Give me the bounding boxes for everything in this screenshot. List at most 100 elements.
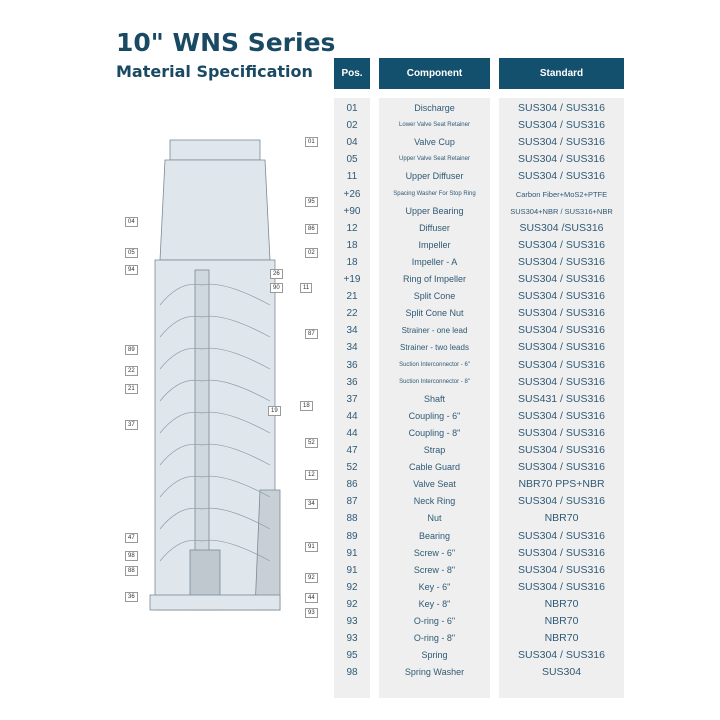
row-standard: SUS304 / SUS316 [518,529,605,542]
row-component: Nut [427,513,442,524]
page-subtitle: Material Specification [116,62,313,81]
row-pos: 34 [346,325,358,337]
pos-column [334,98,370,698]
impeller-stage [159,347,271,370]
row-standard: SUS304 / SUS316 [518,170,605,183]
callout-label: 01 [305,137,318,147]
callout-label: 95 [305,197,318,207]
row-component: Discharge [414,103,455,114]
row-pos: 92 [346,598,358,610]
row-standard: Carbon Fiber+MoS2+PTFE [515,189,608,199]
row-standard: SUS304 [541,666,582,679]
row-component: Spring [421,650,448,661]
row-standard: SUS304 / SUS316 [518,409,605,422]
header-standard: Standard [499,58,624,89]
row-component: Key - 6" [418,581,451,592]
row-component: Impeller [418,239,451,250]
impeller-stage [159,411,271,434]
row-component: Strainer - two leads [400,343,469,353]
row-standard: SUS304 / SUS316 [518,102,605,115]
callout-label: 98 [125,551,138,561]
callout-label: 89 [125,345,138,355]
row-pos: 11 [346,171,358,183]
row-pos: 01 [346,103,358,115]
row-pos: 05 [346,154,358,166]
impeller-stages [159,283,271,562]
callout-label: 37 [125,420,138,430]
row-standard: SUS304 / SUS316 [518,238,605,251]
row-standard: SUS304 / SUS316 [518,307,605,320]
callout-label: 04 [125,217,138,227]
impeller-stage [159,315,271,338]
row-pos: 87 [346,496,358,508]
callout-label: 91 [305,542,318,552]
row-component: Spacing Washer For Stop Ring [393,190,476,197]
row-pos: 92 [346,581,358,593]
callout-label: 05 [125,248,138,258]
discharge-head [169,139,261,161]
impeller-stage [159,539,271,562]
callout-label: 26 [270,269,283,279]
callout-label: 92 [305,573,318,583]
row-standard: SUS304 / SUS316 [518,136,605,149]
callout-label: 47 [125,533,138,543]
row-pos: 95 [346,650,358,662]
impeller-stage [159,443,271,466]
row-standard: SUS431 / SUS316 [518,392,605,405]
row-standard: SUS304 / SUS316 [518,546,605,559]
row-component: Split Cone [413,291,456,302]
pump-cross-section-diagram [149,139,281,611]
row-standard: SUS304 / SUS316 [518,290,605,303]
callout-label: 18 [300,401,313,411]
row-component: Upper Diffuser [405,171,464,182]
row-component: Cable Guard [408,462,461,473]
row-pos: 34 [346,342,358,354]
callout-label: 36 [125,592,138,602]
row-pos: 44 [346,427,358,439]
row-pos: 91 [346,547,358,559]
row-component: Shaft [423,393,445,404]
callout-label: 19 [268,406,281,416]
row-standard: NBR70 [544,512,579,525]
callout-label: 90 [270,283,283,293]
row-pos: 02 [346,120,358,132]
standard-column [499,98,624,698]
row-component: Coupling - 8" [408,427,461,438]
row-component: Screw - 8" [413,564,456,575]
row-component: Spring Washer [404,667,465,678]
header-component: Component [379,58,490,89]
row-standard: SUS304 / SUS316 [518,444,605,457]
row-pos: +90 [343,205,361,217]
impeller-stage [159,379,271,402]
row-component: O-ring - 8" [413,633,456,644]
row-standard: SUS304 / SUS316 [518,375,605,388]
row-standard: SUS304 / SUS316 [518,580,605,593]
row-pos: 37 [346,393,358,405]
row-standard: SUS304 / SUS316 [518,273,605,286]
row-component: Strainer - one lead [401,326,468,336]
row-pos: 12 [346,222,358,234]
row-standard: NBR70 [544,632,579,645]
row-component: Suction Interconnector - 6" [399,361,470,368]
row-standard: NBR70 [544,615,579,628]
row-component: Coupling - 6" [408,410,461,421]
row-pos: 44 [346,410,358,422]
callout-label: 12 [305,470,318,480]
callout-label: 93 [305,608,318,618]
row-pos: 88 [346,513,358,525]
impeller-stage [159,475,271,498]
row-standard: NBR70 [544,597,579,610]
callout-label: 34 [305,499,318,509]
impeller-stage [159,283,271,306]
impeller-stage [159,507,271,530]
row-pos: 21 [346,291,358,303]
row-component: Screw - 6" [413,547,456,558]
row-pos: 18 [346,239,358,251]
component-column [379,98,490,698]
callout-label: 21 [125,384,138,394]
row-pos: 36 [346,359,358,371]
row-pos: 91 [346,564,358,576]
row-standard: SUS304 / SUS316 [518,153,605,166]
row-standard: SUS304 / SUS316 [518,495,605,508]
